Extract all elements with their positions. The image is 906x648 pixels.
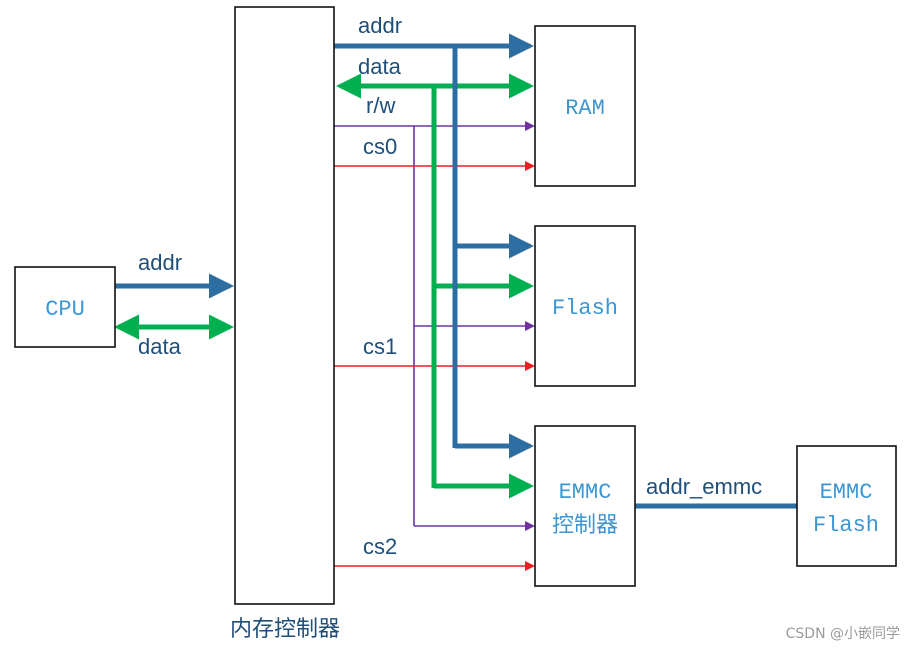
data-bus [335,73,535,499]
emmc-controller-label-1: EMMC [559,480,612,505]
ram-block [534,25,636,187]
bus-addr-label: addr [358,13,402,38]
cpu-block [14,266,116,348]
rw-label: r/w [366,93,395,118]
flash-label: Flash [552,296,618,321]
emmc-flash-block [796,445,897,567]
cpu-data-label: data [138,334,182,359]
cs1-label: cs1 [363,334,397,359]
flash-block [534,225,636,387]
cs0-label: cs0 [363,134,397,159]
bus-data-label: data [358,54,402,79]
addr-emmc-label: addr_emmc [646,474,762,499]
cpu-addr-label: addr [138,250,182,275]
cs2-label: cs2 [363,534,397,559]
memory-controller-label: 内存控制器 [230,617,340,642]
memory-controller-block [234,6,335,605]
emmc-flash-label-2: Flash [813,513,879,538]
emmc-controller-block [534,425,636,587]
ram-label: RAM [565,96,605,121]
cpu-label: CPU [45,297,85,322]
watermark: CSDN @小嵌同学 [786,626,900,642]
emmc-flash-label-1: EMMC [820,480,873,505]
emmc-controller-label-2: 控制器 [552,513,618,538]
addr-bus [334,33,535,459]
